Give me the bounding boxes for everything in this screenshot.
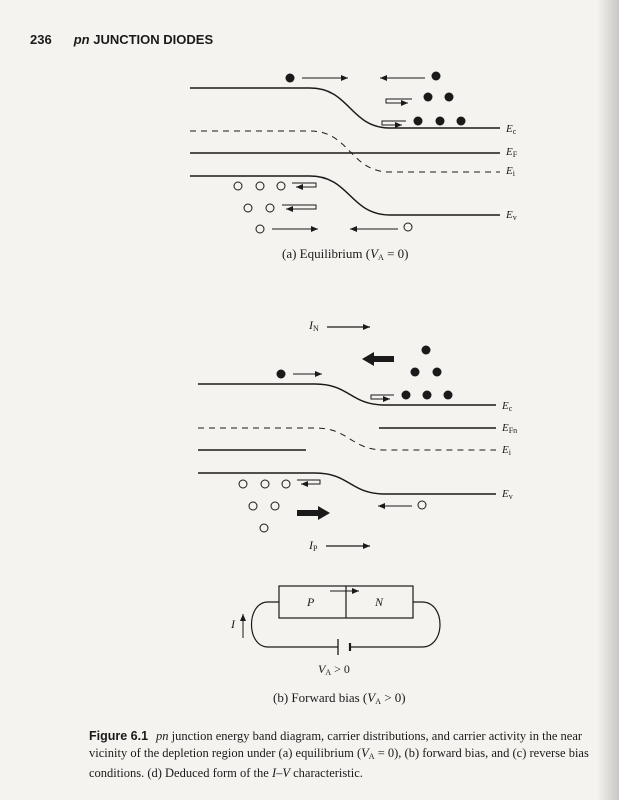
b-electron <box>421 345 431 355</box>
header-pn: pn <box>73 32 90 47</box>
b-electron <box>401 390 411 400</box>
running-header: 236 pn JUNCTION DIODES <box>30 32 213 47</box>
forward-bias-circuit <box>240 585 441 655</box>
b-electron <box>410 367 420 377</box>
a-electron <box>431 71 441 81</box>
left-wire <box>250 601 338 648</box>
b-conduction-band <box>198 383 496 406</box>
a-hole <box>255 181 265 191</box>
a-hole-reflect-arrow <box>292 182 317 190</box>
b-hole <box>417 500 427 510</box>
a-label-ei: Ei <box>506 165 515 178</box>
b-label-ei: Ei <box>502 444 511 457</box>
b-intrinsic-level <box>198 427 496 451</box>
a-hole <box>265 203 275 213</box>
a-valence-band <box>190 175 500 216</box>
a-electron <box>435 116 445 126</box>
circuit-label-current: I <box>231 617 235 631</box>
a-hole <box>233 181 243 191</box>
b-electron <box>443 390 453 400</box>
a-hole <box>255 224 265 234</box>
b-hole <box>270 501 280 511</box>
circuit-bias-label: VA > 0 <box>318 662 350 677</box>
b-label-current-p: IP <box>309 538 318 553</box>
panel-a-band-diagram <box>190 71 500 234</box>
b-thick-electron-arrow <box>362 352 394 366</box>
a-electron <box>444 92 454 102</box>
panel-a-caption: (a) Equilibrium (VA = 0) <box>282 246 409 262</box>
panel-b-caption: (b) Forward bias (VA > 0) <box>273 690 406 706</box>
b-hole <box>238 479 248 489</box>
b-hole <box>281 479 291 489</box>
b-hole <box>248 501 258 511</box>
b-label-efn: EFn <box>502 422 518 435</box>
a-electron-reflect-arrow <box>381 120 406 128</box>
a-electron <box>285 73 295 83</box>
a-label-ef: EF <box>506 146 518 159</box>
page-number: 236 <box>30 32 52 47</box>
b-electron <box>276 369 286 379</box>
header-title: JUNCTION DIODES <box>93 32 214 47</box>
b-hole <box>260 479 270 489</box>
b-electron-reflect-arrow <box>370 394 394 402</box>
circuit-label-p: P <box>307 595 315 609</box>
a-electron <box>413 116 423 126</box>
panel-b-band-diagram <box>198 324 496 549</box>
a-electron <box>456 116 466 126</box>
b-electron <box>422 390 432 400</box>
a-hole <box>243 203 253 213</box>
a-electron <box>423 92 433 102</box>
b-electron <box>432 367 442 377</box>
b-hole-reflect-arrow <box>297 479 321 487</box>
circuit-label-n: N <box>375 595 384 609</box>
b-label-ev: Ev <box>502 488 513 501</box>
b-valence-band <box>198 472 496 495</box>
b-label-ec: Ec <box>502 400 513 413</box>
a-label-ec: Ec <box>506 123 517 136</box>
right-wire <box>350 601 441 648</box>
a-label-ev: Ev <box>506 209 517 222</box>
b-thick-hole-arrow <box>297 506 330 520</box>
b-hole <box>259 523 269 533</box>
a-conduction-band <box>190 87 500 129</box>
a-hole-reflect-arrow <box>282 204 317 212</box>
a-intrinsic-level <box>190 130 500 173</box>
b-label-current-n: IN <box>309 318 319 333</box>
page-spine-shadow <box>597 0 619 800</box>
a-hole <box>276 181 286 191</box>
a-electron-reflect-arrow <box>385 98 412 106</box>
a-hole <box>403 222 413 232</box>
figure-number: Figure 6.1 <box>89 729 149 743</box>
